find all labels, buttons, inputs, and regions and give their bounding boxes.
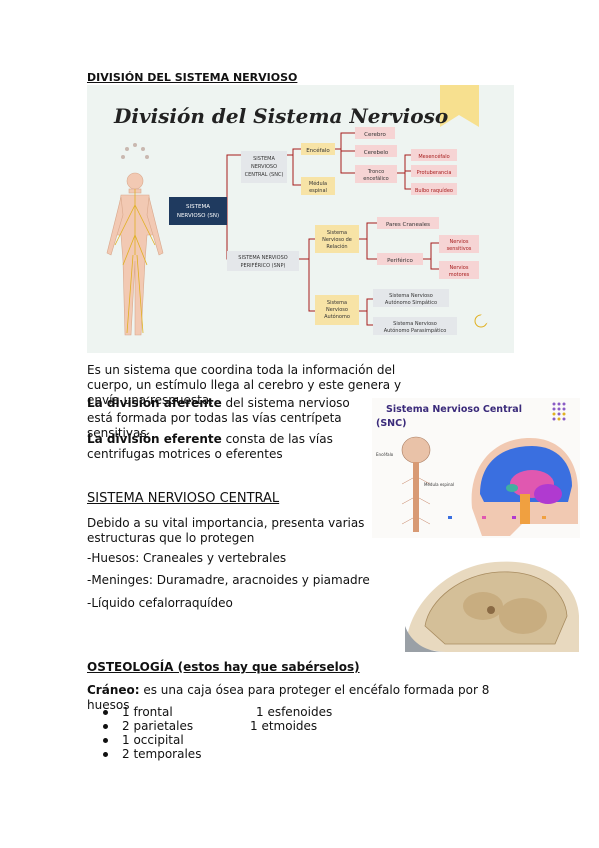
intro-paragraph: Es un sistema que coordina toda la infor… (87, 363, 402, 407)
svg-text:Tronco: Tronco (367, 169, 384, 175)
svg-text:espinal: espinal (309, 188, 327, 194)
svg-text:SISTEMA: SISTEMA (186, 204, 210, 210)
diagram-title: División del Sistema Nervioso (113, 104, 448, 128)
nervous-system-division-diagram: División del Sistema Nervioso (87, 85, 514, 353)
bullet-icon (103, 738, 108, 743)
svg-text:Relación: Relación (326, 243, 347, 250)
skull-paragraph: Cráneo: es una caja ósea para proteger e… (87, 683, 527, 713)
snc-image-title: Sistema Nervioso Central (386, 404, 522, 415)
bone-label: 2 parietales (122, 719, 194, 733)
svg-text:NERVIOSO (SN): NERVIOSO (SN) (177, 213, 219, 219)
section-heading-osteology: OSTEOLOGÍA (estos hay que sabérselos) (87, 660, 360, 674)
dots-logo-icon (552, 402, 566, 421)
protection-item-csf: -Líquido cefalorraquídeo (87, 596, 233, 610)
label-medula: Médula espinal (424, 482, 454, 487)
efferent-term: La división eferente (87, 432, 222, 446)
bone-label: 1 occipital (122, 733, 184, 747)
svg-text:Protuberancia: Protuberancia (417, 170, 452, 176)
bullet-icon (103, 710, 108, 715)
label-encefalo: Encéfalo (376, 452, 394, 457)
svg-text:PERIFÉRICO (SNP): PERIFÉRICO (SNP) (241, 261, 286, 269)
human-nervous-figure-icon (106, 172, 164, 336)
svg-text:Nervios: Nervios (450, 239, 469, 245)
svg-text:Sistema Nervioso: Sistema Nervioso (393, 321, 437, 327)
bone-label-ethmoid: 1 etmoides (250, 719, 318, 733)
svg-text:sensitivos: sensitivos (447, 246, 472, 252)
svg-text:Encéfalo: Encéfalo (306, 147, 330, 154)
list-item: 2 temporales (103, 747, 202, 761)
list-item: 2 parietales (103, 719, 201, 733)
sagittal-brain-section-icon (471, 438, 578, 536)
bones-list-left: 1 frontal 2 parietales 1 occipital 2 tem… (103, 705, 202, 761)
section-heading-snc: SISTEMA NERVIOSO CENTRAL (87, 491, 280, 506)
brain-spinal-cord-icon (401, 436, 431, 532)
list-item: 1 frontal (103, 705, 201, 719)
svg-text:Periférico: Periférico (387, 257, 413, 264)
efferent-description: consta de las vías centrifugas motrices … (87, 432, 333, 461)
svg-text:motores: motores (449, 272, 470, 278)
svg-text:Autónomo Parasimpático: Autónomo Parasimpático (384, 327, 447, 334)
protection-item-meninges: -Meninges: Duramadre, aracnoides y piama… (87, 573, 370, 587)
svg-text:Pares Craneales: Pares Craneales (386, 222, 430, 228)
svg-text:Autónomo Simpático: Autónomo Simpático (385, 299, 437, 306)
snc-image-subtitle: (SNC) (376, 418, 406, 429)
svg-text:Nervioso de: Nervioso de (322, 237, 352, 243)
svg-text:Autónomo: Autónomo (324, 313, 350, 320)
svg-text:Cerebro: Cerebro (364, 132, 386, 138)
afferent-term: La división aferente (87, 396, 222, 410)
bone-label: 1 frontal (122, 705, 173, 719)
svg-text:CENTRAL (SNC): CENTRAL (SNC) (245, 172, 284, 178)
skull-term: Cráneo: (87, 683, 140, 697)
snc-illustration: Sistema Nervioso Central (SNC) Encéfalo … (372, 398, 580, 538)
svg-text:Nervioso: Nervioso (326, 307, 348, 313)
svg-text:Cerebelo: Cerebelo (364, 150, 389, 156)
svg-text:Mesencéfalo: Mesencéfalo (418, 153, 449, 160)
bone-label-sphenoid: 1 esfenoides (256, 705, 333, 719)
protection-item-bones: -Huesos: Craneales y vertebrales (87, 551, 287, 565)
brain-sketch-icon (121, 143, 149, 159)
svg-text:Bulbo raquídeo: Bulbo raquídeo (415, 187, 453, 194)
efferent-paragraph: La división eferente consta de las vías … (87, 432, 359, 462)
bullet-icon (103, 724, 108, 729)
pennant-decoration (440, 85, 479, 127)
svg-text:NERVIOSO: NERVIOSO (251, 164, 277, 170)
nerve-lines-icon (114, 189, 156, 334)
svg-text:Nervios: Nervios (450, 265, 469, 271)
bullet-icon (103, 752, 108, 757)
skull-base-icon (405, 561, 579, 652)
svg-text:Sistema: Sistema (327, 230, 347, 236)
svg-text:Sistema: Sistema (327, 300, 347, 306)
afferent-description: del sistema nervioso está formada por to… (87, 396, 350, 440)
list-item: 1 occipital (103, 733, 201, 747)
skull-description: es una caja ósea para proteger el encéfa… (87, 683, 490, 712)
section-heading-division: DIVISIÓN DEL SISTEMA NERVIOSO (87, 71, 298, 84)
svg-text:Médula: Médula (309, 180, 327, 187)
afferent-paragraph: La división aferente del sistema nervios… (87, 396, 359, 441)
snc-intro-paragraph: Debido a su vital importancia, presenta … (87, 516, 365, 545)
svg-text:SISTEMA: SISTEMA (253, 156, 275, 162)
svg-text:SISTEMA NERVIOSO: SISTEMA NERVIOSO (238, 255, 287, 261)
svg-text:encefálico: encefálico (363, 175, 388, 182)
svg-text:Sistema Nervioso: Sistema Nervioso (389, 293, 433, 299)
skull-interior-illustration (405, 546, 580, 653)
bone-label: 2 temporales (122, 747, 202, 761)
